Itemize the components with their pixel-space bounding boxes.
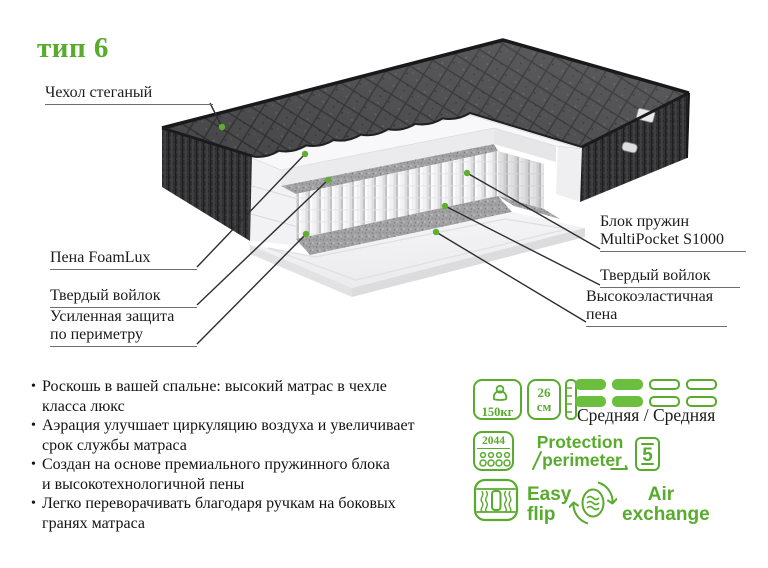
bullet-item: Создан на основе премиального пружинного… (31, 455, 461, 494)
kettlebell-icon (492, 384, 508, 401)
spring-block (296, 151, 544, 239)
air-exchange-icon (569, 481, 617, 525)
label-cover: Чехол стеганый (45, 84, 213, 105)
firmness-bar (649, 379, 680, 390)
easy-flip-line1: Easy (527, 484, 572, 505)
label-spring-block: Блок пружин MultiPocket S1000 (600, 213, 746, 252)
label-felt-right: Твердый войлок (600, 267, 740, 288)
label-felt-left: Твердый войлок (50, 287, 197, 308)
firmness-bars (575, 379, 717, 407)
springs-count-value: 2044 (477, 435, 510, 449)
page-title: тип 6 (37, 32, 109, 64)
cut-interior (250, 114, 585, 297)
firmness-bar (612, 396, 643, 407)
protection-perimeter-badge: Protection perimeter (526, 431, 634, 473)
label-hr-foam: Высокоэластичная пена (586, 288, 727, 327)
firmness-bar (575, 379, 606, 390)
easy-flip-icon (473, 478, 519, 522)
air-exchange-line2: exchange (622, 504, 710, 525)
springs-count-card: 2044 (473, 431, 514, 471)
label-dots (218, 123, 471, 238)
firmness-bar (686, 396, 717, 407)
bullet-item: Роскошь в вашей спальне: высокий матрас … (31, 377, 461, 416)
height-card: 26 см (527, 379, 561, 420)
protection-line1: Protection (536, 432, 624, 452)
height-value: 26 см (536, 385, 552, 414)
max-weight-card: 150кг (473, 379, 522, 420)
springs-rings-icon (479, 451, 511, 467)
firmness-bar (612, 379, 643, 390)
side-handle (621, 141, 638, 154)
warranty-card: 5 (635, 437, 660, 471)
firmness-bar (649, 396, 680, 407)
label-perimeter: Усиленная защита по периметру (50, 308, 197, 347)
quilted-cover (161, 38, 690, 241)
max-weight-value: 150кг (481, 405, 514, 419)
perimeter-trapezoid-icon (532, 451, 628, 470)
firmness-label: Средняя / Средняя (577, 405, 716, 425)
easy-flip-line2: flip (527, 504, 556, 525)
feature-bullets: Роскошь в вашей спальне: высокий матрас … (31, 377, 461, 533)
bullet-item: Легко переворачивать благодаря ручкам на… (31, 494, 461, 533)
bottom-foam-slab (250, 212, 585, 297)
bullet-item: Аэрация улучшает циркуляцию воздуха и ув… (31, 416, 461, 455)
warranty-value: 5 (642, 445, 653, 466)
label-foam-foamlux: Пена FoamLux (50, 249, 197, 270)
firmness-bar (686, 379, 717, 390)
leader-lines (196, 102, 601, 345)
air-exchange-line1: Air (647, 484, 675, 505)
firmness-bar (575, 396, 606, 407)
protection-line2: perimeter (542, 450, 622, 470)
